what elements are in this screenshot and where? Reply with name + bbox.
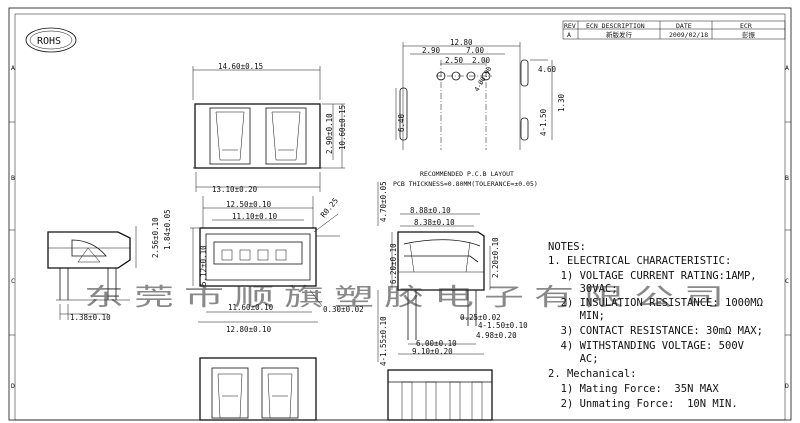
revision-table: REV ECN DESCRIPTION DATE ECR A 新版发行 2009… — [562, 20, 786, 40]
pcb-7-00-dim: 7.00 — [466, 46, 485, 55]
right-6-20-dim: 6.20±0.10 — [389, 243, 398, 284]
top-view: 14.60±0.15 2.90±0.10 10.60±0.15 13.10±0.… — [192, 62, 347, 194]
front-r0-25-dim: R0.25 — [319, 196, 340, 219]
note-line-2: 1) VOLTAGE CURRENT RATING:1AMP, — [548, 270, 757, 282]
pcb-4-60-dim: 4.60 — [538, 65, 557, 74]
left-side-view: 1.38±0.10 2.56±0.10 1.84±0.05 — [47, 209, 172, 322]
pcb-slot-dim: 4-1.50 — [539, 108, 548, 136]
rev-header: REV — [564, 22, 576, 30]
note-line-9: 2. Mechanical: — [548, 368, 637, 380]
top-height-a-dim: 2.90±0.10 — [325, 113, 334, 154]
front-11-10-dim: 11.10±0.10 — [232, 212, 278, 221]
row-mark-d-right: D — [785, 382, 789, 390]
rohs-logo-text: ROHS — [37, 36, 61, 47]
right-1-50-dim: 4-1.50±0.10 — [478, 321, 528, 330]
front-5-12-dim: 5.12±0.10 — [199, 245, 208, 286]
row-mark-b-right: B — [785, 174, 789, 182]
note-line-4: 2) INSULATION RESISTANCE: 1000MΩ — [548, 297, 763, 309]
front-12-50-dim: 12.50±0.10 — [226, 200, 272, 209]
notes-block: NOTES: 1. ELECTRICAL CHARACTERISTIC: 1) … — [548, 241, 763, 410]
front-12-80-dim: 12.80±0.10 — [226, 325, 272, 334]
note-line-11: 2) Unmating Force: 10N MIN. — [548, 398, 738, 410]
top-height-b-dim: 10.60±0.15 — [338, 105, 347, 150]
note-line-5: MIN; — [548, 310, 605, 322]
note-line-10: 1) Mating Force: 35N MAX — [548, 383, 719, 395]
company-watermark: 东莞市顺旗塑胶电子有限公司 — [84, 283, 734, 311]
front-11-60-dim: 11.60±0.10 — [228, 303, 274, 312]
pcb-thickness-note: PCB THICKNESS=0.80MM(TOLERANCE=±0.05) — [393, 180, 538, 188]
row-mark-b-left: B — [11, 174, 15, 182]
right-side-view: 4.70±0.05 8.88±0.10 8.38±0.10 6.20±0.10 … — [377, 181, 528, 421]
right-2-20-dim: 2.20±0.10 — [491, 237, 500, 278]
pcb-layout-title: RECOMMENDED P.C.B LAYOUT — [420, 170, 514, 178]
pcb-12-80-dim: 12.80 — [450, 38, 473, 47]
pcb-2-00-dim: 2.00 — [472, 56, 491, 65]
note-line-1: 1. ELECTRICAL CHARACTERISTIC: — [548, 255, 731, 267]
left-2-56-dim: 2.56±0.10 — [151, 217, 160, 258]
row-marks-left: A B C D — [11, 64, 15, 390]
pcb-layout: 12.80 2.90 7.00 2.50 2.00 4-Ø0.90 4.60 1… — [393, 38, 566, 188]
right-0-25-dim: 0.25±0.02 — [460, 313, 501, 322]
inner-frame — [14, 13, 786, 421]
left-1-84-dim: 1.84±0.05 — [163, 209, 172, 250]
pcb-2-50-dim: 2.50 — [445, 56, 464, 65]
ecr-header: ECR — [740, 22, 752, 30]
row-mark-c-left: C — [11, 277, 15, 285]
pcb-6-40-dim: 6.40 — [397, 113, 406, 132]
row-mark-a-left: A — [11, 64, 15, 72]
right-6-00-dim: 6.00±0.10 — [416, 339, 457, 348]
right-9-10-dim: 9.10±0.20 — [412, 347, 453, 356]
date-header: DATE — [676, 22, 692, 30]
row-mark-a-right: A — [785, 64, 789, 72]
ecr-value: 彭振 — [742, 30, 756, 39]
top-width-dim: 14.60±0.15 — [218, 62, 263, 71]
ecn-value: 新版发行 — [606, 30, 633, 39]
front-view: 12.50±0.10 11.10±0.10 R0.25 5.12±0.10 11… — [190, 196, 364, 334]
pcb-1-30-dim: 1.30 — [557, 93, 566, 112]
row-marks-right: A B C D — [785, 64, 789, 390]
rohs-logo: ROHS — [25, 27, 77, 53]
pcb-hole-dim: 4-Ø0.90 — [473, 65, 494, 93]
left-1-38-dim: 1.38±0.10 — [70, 313, 111, 322]
rev-value: A — [567, 31, 571, 39]
notes-title: NOTES: — [548, 241, 586, 253]
right-8-88-dim: 8.88±0.10 — [410, 206, 451, 215]
note-line-7: 4) WITHSTANDING VOLTAGE: 500V — [548, 340, 745, 352]
pcb-2-90-dim: 2.90 — [422, 46, 441, 55]
right-8-38-dim: 8.38±0.10 — [414, 218, 455, 227]
date-value: 2009/02/18 — [669, 31, 708, 39]
right-1-55-dim: 4-1.55±0.10 — [379, 316, 388, 366]
front-0-30-dim: 0.30±0.02 — [323, 305, 364, 314]
note-line-8: AC; — [548, 353, 599, 365]
note-line-3: 30VAC; — [548, 283, 618, 295]
row-mark-d-left: D — [11, 382, 15, 390]
ecn-header: ECN DESCRIPTION — [586, 22, 645, 30]
right-4-98-dim: 4.98±0.20 — [476, 331, 517, 340]
right-4-70-dim: 4.70±0.05 — [379, 181, 388, 222]
bottom-view — [199, 357, 317, 421]
row-mark-c-right: C — [785, 277, 789, 285]
top-bottom-width-dim: 13.10±0.20 — [212, 185, 258, 194]
note-line-6: 3) CONTACT RESISTANCE: 30mΩ MAX; — [548, 325, 763, 337]
